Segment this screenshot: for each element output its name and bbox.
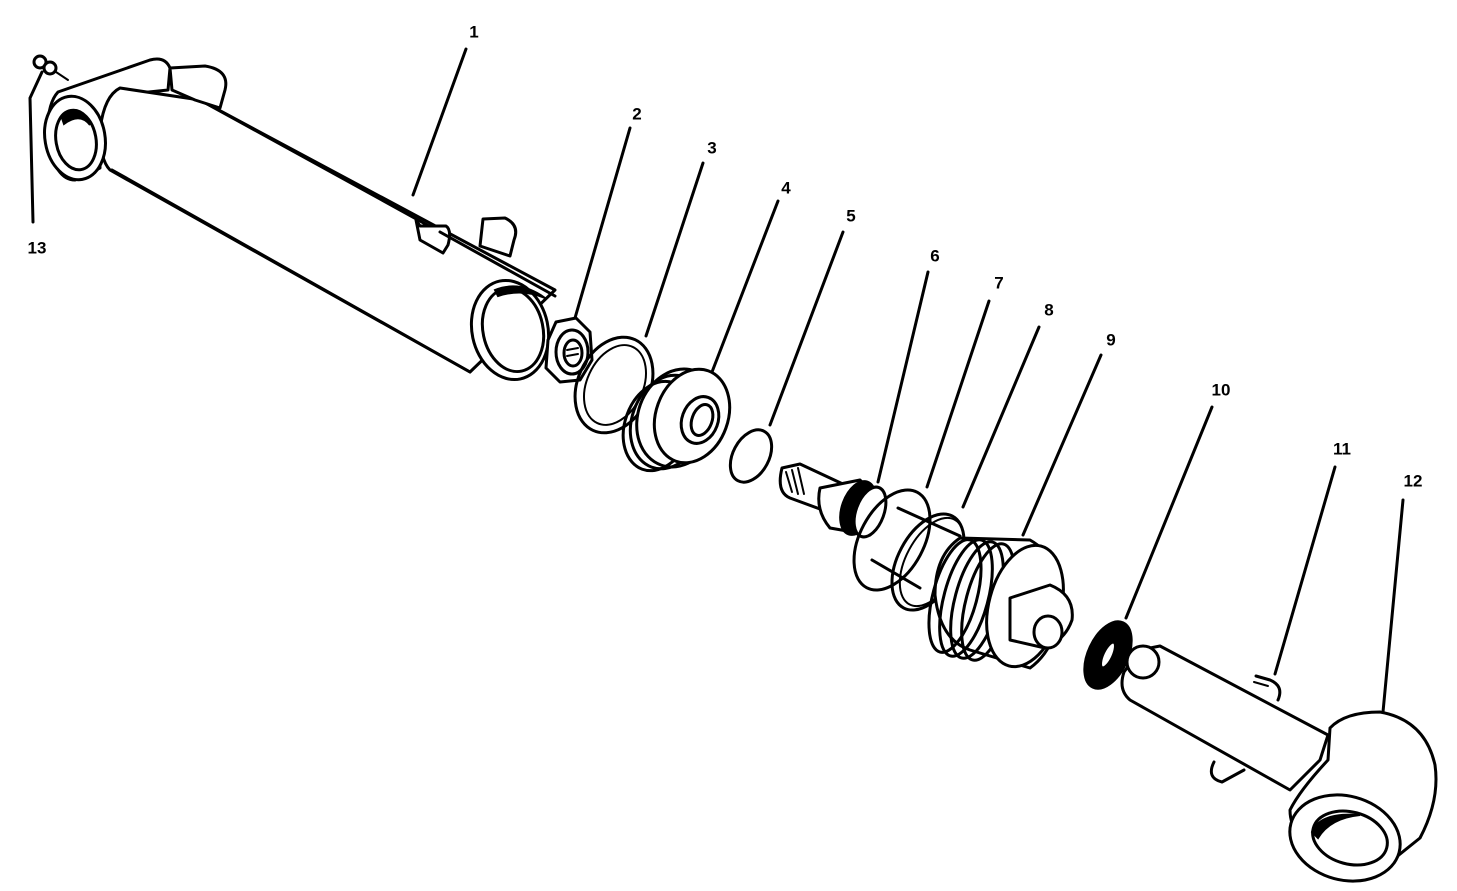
- leader-8: [961, 325, 1041, 509]
- callout-3: 3: [707, 138, 717, 158]
- callout-10: 10: [1211, 380, 1231, 400]
- rod-centerline: [896, 506, 962, 538]
- callout-2: 2: [632, 104, 642, 124]
- leader-2: [573, 126, 632, 320]
- callout-4: 4: [781, 178, 791, 198]
- leader-lines: [28, 47, 1405, 714]
- part-6-rod-seal: [839, 480, 888, 539]
- callout-12: 12: [1403, 471, 1423, 491]
- leader-5: [768, 230, 845, 427]
- leader-6: [876, 270, 930, 484]
- leader-11: [1273, 465, 1337, 676]
- leader-13: [28, 70, 44, 224]
- leader-7: [925, 299, 991, 489]
- callout-8: 8: [1044, 300, 1054, 320]
- rod-lower-edge: [870, 558, 922, 590]
- leader-10: [1124, 405, 1214, 620]
- part-10-wiper-seal: [1083, 620, 1133, 690]
- part-11-cotter-pin: [1209, 674, 1282, 784]
- callout-9: 9: [1106, 330, 1116, 350]
- callout-5: 5: [846, 206, 856, 226]
- leader-1: [411, 47, 468, 197]
- part-12-piston-rod: [1120, 644, 1438, 883]
- callout-1: 1: [469, 22, 479, 42]
- part-2-hex-nut: [544, 316, 594, 384]
- leader-3: [644, 161, 705, 338]
- leader-12: [1381, 498, 1405, 714]
- part-5-o-ring: [728, 428, 774, 484]
- leader-4: [710, 199, 780, 374]
- callout-7: 7: [994, 273, 1004, 293]
- part-9-gland: [927, 536, 1074, 670]
- callout-6: 6: [930, 246, 940, 266]
- leader-9: [1021, 353, 1103, 537]
- callout-11: 11: [1333, 439, 1351, 459]
- part-13-grease-fitting: [32, 54, 69, 81]
- part-4-piston: [621, 367, 732, 473]
- callout-13: 13: [27, 238, 47, 258]
- part-1-cylinder-barrel: [43, 57, 557, 382]
- part-7-backup-ring: [852, 488, 932, 592]
